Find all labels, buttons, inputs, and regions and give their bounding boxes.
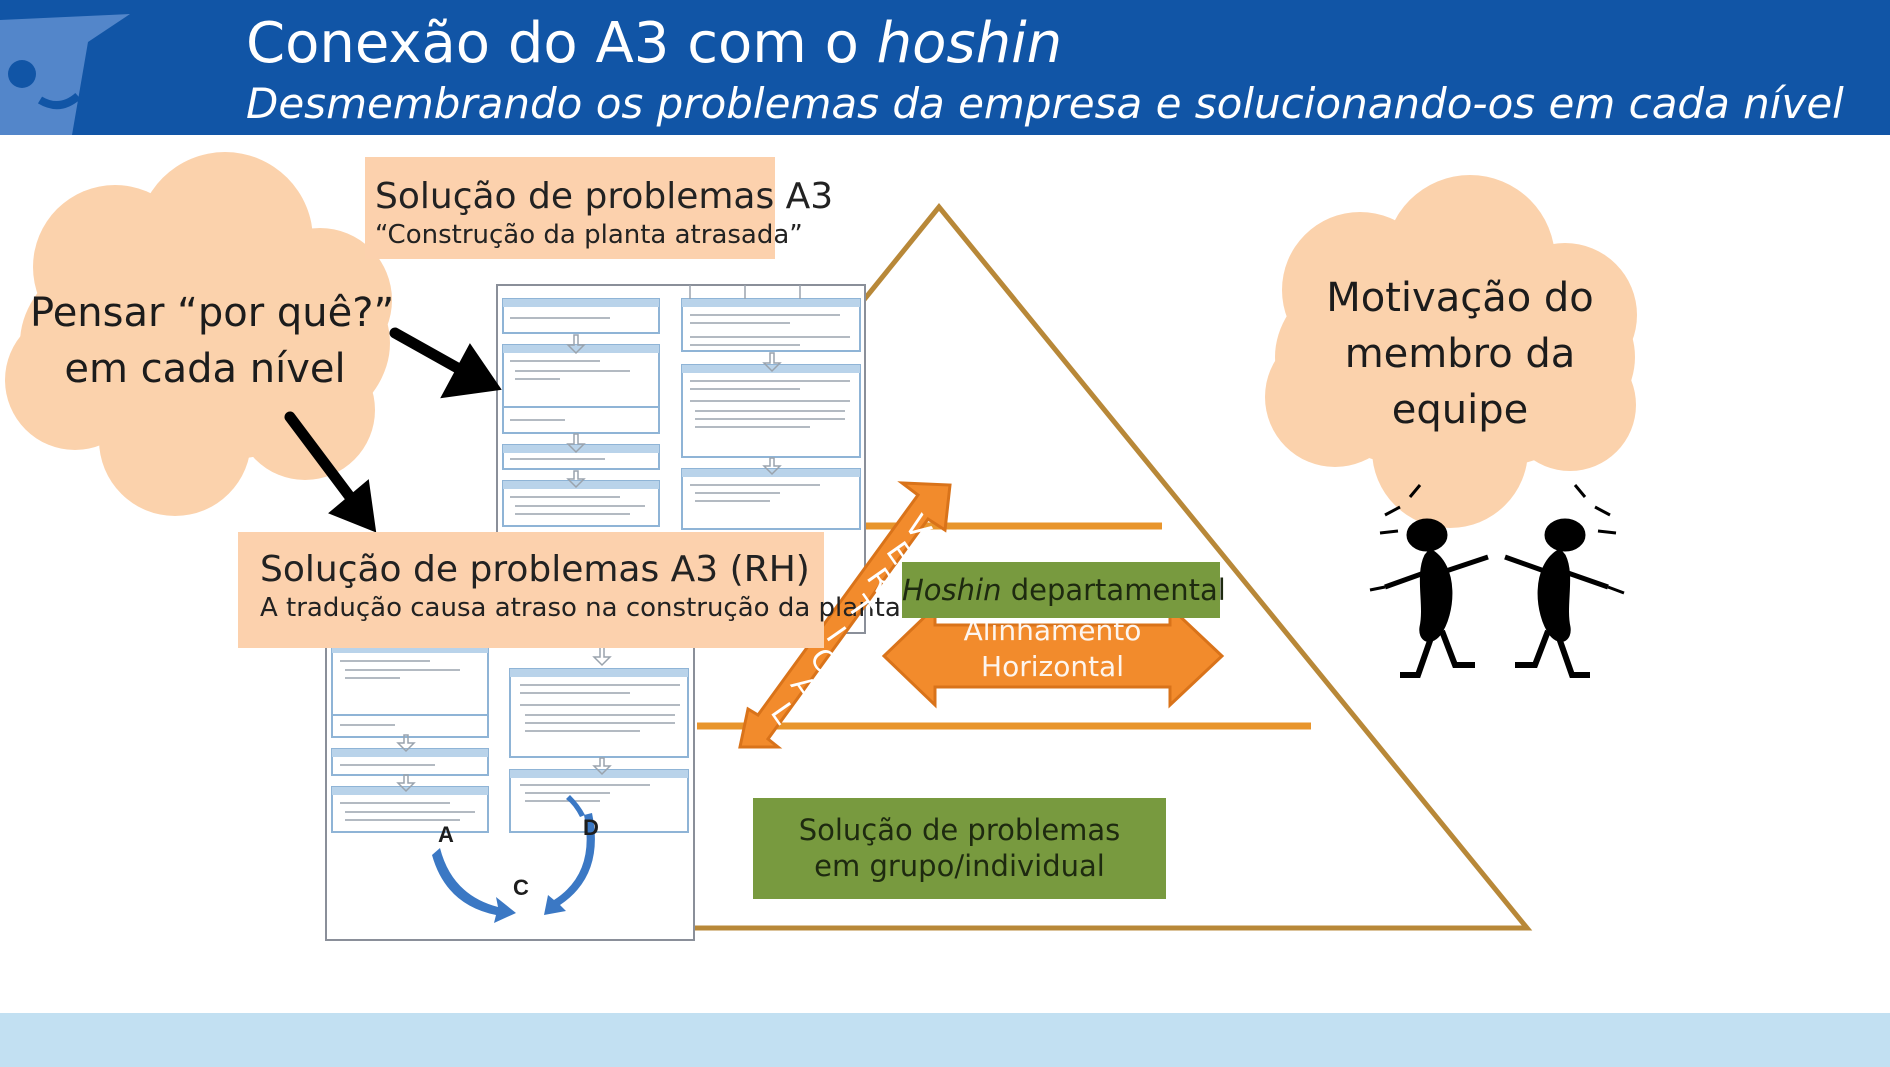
hoshin-italic: Hoshin bbox=[902, 573, 1002, 607]
cloud-right-line3: equipe bbox=[1391, 387, 1529, 433]
pdca-cycle bbox=[432, 795, 595, 923]
horizontal-alignment-label: Alinhamento Horizontal bbox=[935, 613, 1170, 685]
a3-top-subtitle: “Construção da planta atrasada” bbox=[375, 220, 803, 250]
why-arrows bbox=[284, 327, 502, 533]
team-members-icon bbox=[1369, 484, 1625, 678]
cloud-left-line1: Pensar “por quê?” bbox=[30, 290, 395, 336]
cloud-left-text: Pensar “por quê?” em cada nível bbox=[30, 285, 395, 397]
cloud-right-line1: Motivação do bbox=[1326, 275, 1594, 321]
a3-form-rh bbox=[325, 614, 695, 941]
group-solution-box: Solução de problemas em grupo/individual bbox=[753, 798, 1166, 899]
title-main: Conexão do A3 com o bbox=[246, 11, 859, 76]
page-subtitle: Desmembrando os problemas da empresa e s… bbox=[246, 79, 1844, 128]
horizontal-line1: Alinhamento bbox=[963, 614, 1142, 647]
a3-rh-label: Solução de problemas A3 (RH) A tradução … bbox=[238, 532, 901, 648]
page-title: Conexão do A3 com o hoshin bbox=[246, 10, 1062, 78]
footer-bar bbox=[0, 1013, 1890, 1067]
cloud-left bbox=[5, 152, 392, 516]
a3-top-title: Solução de problemas A3 bbox=[375, 176, 834, 217]
hoshin-departamental-box: Hoshin departamental bbox=[902, 562, 1226, 618]
cloud-right bbox=[1265, 175, 1637, 528]
group-solution-line2: em grupo/individual bbox=[814, 849, 1105, 883]
pdca-letter-c: C bbox=[513, 875, 529, 900]
a3-rh-subtitle: A tradução causa atraso na construção da… bbox=[260, 593, 901, 623]
group-solution-line1: Solução de problemas bbox=[798, 813, 1121, 847]
vertical-arrow bbox=[738, 481, 952, 749]
a3-rh-title: Solução de problemas A3 (RH) bbox=[260, 549, 810, 590]
logo-icon bbox=[0, 14, 130, 135]
header-bar bbox=[0, 0, 1890, 135]
pdca-letter-d: D bbox=[583, 815, 599, 840]
a3-top-label: Solução de problemas A3 “Construção da p… bbox=[365, 157, 834, 259]
horizontal-arrow bbox=[881, 603, 1225, 709]
pdca-letter-a: A bbox=[438, 822, 454, 847]
title-italic: hoshin bbox=[876, 11, 1063, 76]
hoshin-rest: departamental bbox=[1001, 573, 1226, 607]
cloud-right-line2: membro da bbox=[1344, 331, 1576, 377]
cloud-right-text: Motivação do membro da equipe bbox=[1290, 270, 1630, 438]
cloud-left-line2: em cada nível bbox=[64, 346, 346, 392]
horizontal-line2: Horizontal bbox=[981, 650, 1124, 683]
